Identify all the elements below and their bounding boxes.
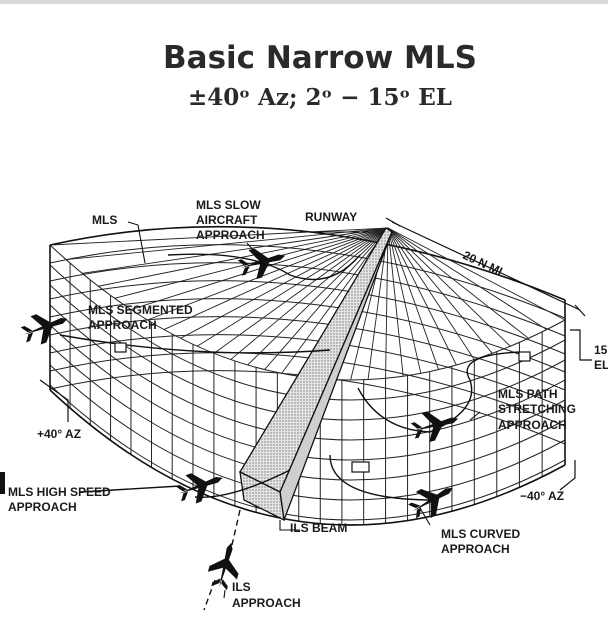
label-curved-2: APPROACH <box>441 542 510 556</box>
runway-radial-line <box>180 227 389 339</box>
left-edge-mark <box>0 472 5 494</box>
runway-radial-line <box>387 227 457 366</box>
aircraft-icons <box>18 241 463 593</box>
runway-radial-line <box>163 227 389 330</box>
runway-radial-line <box>387 227 511 347</box>
runway-radial-line <box>196 227 389 347</box>
runway-radial-line <box>387 227 475 360</box>
label-ils-1: ILS <box>232 580 251 594</box>
runway-radial-line <box>387 227 529 339</box>
label-leaders <box>127 221 481 599</box>
coverage-vertical-grid <box>49 245 566 525</box>
waypoint-marker <box>114 342 127 353</box>
azimuth-leaders <box>39 379 576 491</box>
top-border <box>0 0 608 4</box>
runway-radial-line <box>247 227 389 366</box>
runway-radial-line <box>387 227 493 354</box>
runway-radial-line <box>49 227 389 246</box>
label-range: 20 N MI <box>461 248 505 278</box>
waypoint-marker <box>518 351 531 362</box>
label-high-2: APPROACH <box>8 500 77 514</box>
runway-radial-line <box>114 227 389 299</box>
label-path-2: STRETCHING <box>498 402 576 416</box>
coverage-outline <box>49 225 566 526</box>
runway-radial-line <box>264 227 389 370</box>
runway-radial-line <box>230 227 389 360</box>
label-segmented-1: MLS SEGMENTED <box>88 303 193 317</box>
runway-radial-line <box>147 227 389 321</box>
waypoint-marker <box>351 461 370 473</box>
runway-radial-line <box>98 227 389 287</box>
runway-radial-line <box>385 227 389 379</box>
runway-radial-line <box>213 227 389 354</box>
label-ils-2: APPROACH <box>232 596 301 610</box>
label-curved-1: MLS CURVED <box>441 527 520 541</box>
label-el-value: 15 <box>594 343 608 357</box>
runway-radial-line <box>387 227 439 370</box>
runway-radial-line <box>65 227 389 261</box>
label-ils-beam: ILS BEAM <box>290 521 347 535</box>
runway-radial-line <box>281 227 389 374</box>
page-subtitle: ±40ᵒ Az; 2ᵒ − 15ᵒ EL <box>188 84 452 111</box>
label-segmented-2: APPROACH <box>88 318 157 332</box>
elevation-bracket <box>570 329 592 361</box>
label-runway: RUNWAY <box>305 210 357 224</box>
label-mls: MLS <box>92 213 117 227</box>
ils-beam <box>239 227 393 522</box>
label-slow-3: APPROACH <box>196 228 265 242</box>
label-path-1: MLS PATH <box>498 387 558 401</box>
aircraft-segmented-icon <box>18 304 73 349</box>
label-path-3: APPROACH <box>498 418 567 432</box>
label-slow-1: MLS SLOW <box>196 198 261 212</box>
runway-radial-line <box>387 227 566 321</box>
label-az-minus: −40° AZ <box>520 489 564 503</box>
label-az-plus: +40° AZ <box>37 427 81 441</box>
label-high-1: MLS HIGH SPEED <box>8 485 111 499</box>
approach-paths <box>59 253 521 611</box>
runway-radial-line <box>387 227 404 377</box>
runway-radial-line <box>387 227 422 374</box>
page-title: Basic Narrow MLS <box>163 40 477 76</box>
runway-radial-line <box>387 227 547 330</box>
label-el-unit: EL <box>594 358 608 372</box>
range-dimension <box>385 217 586 317</box>
label-slow-2: AIRCRAFT <box>196 213 258 227</box>
runway-radial-line <box>82 227 389 274</box>
